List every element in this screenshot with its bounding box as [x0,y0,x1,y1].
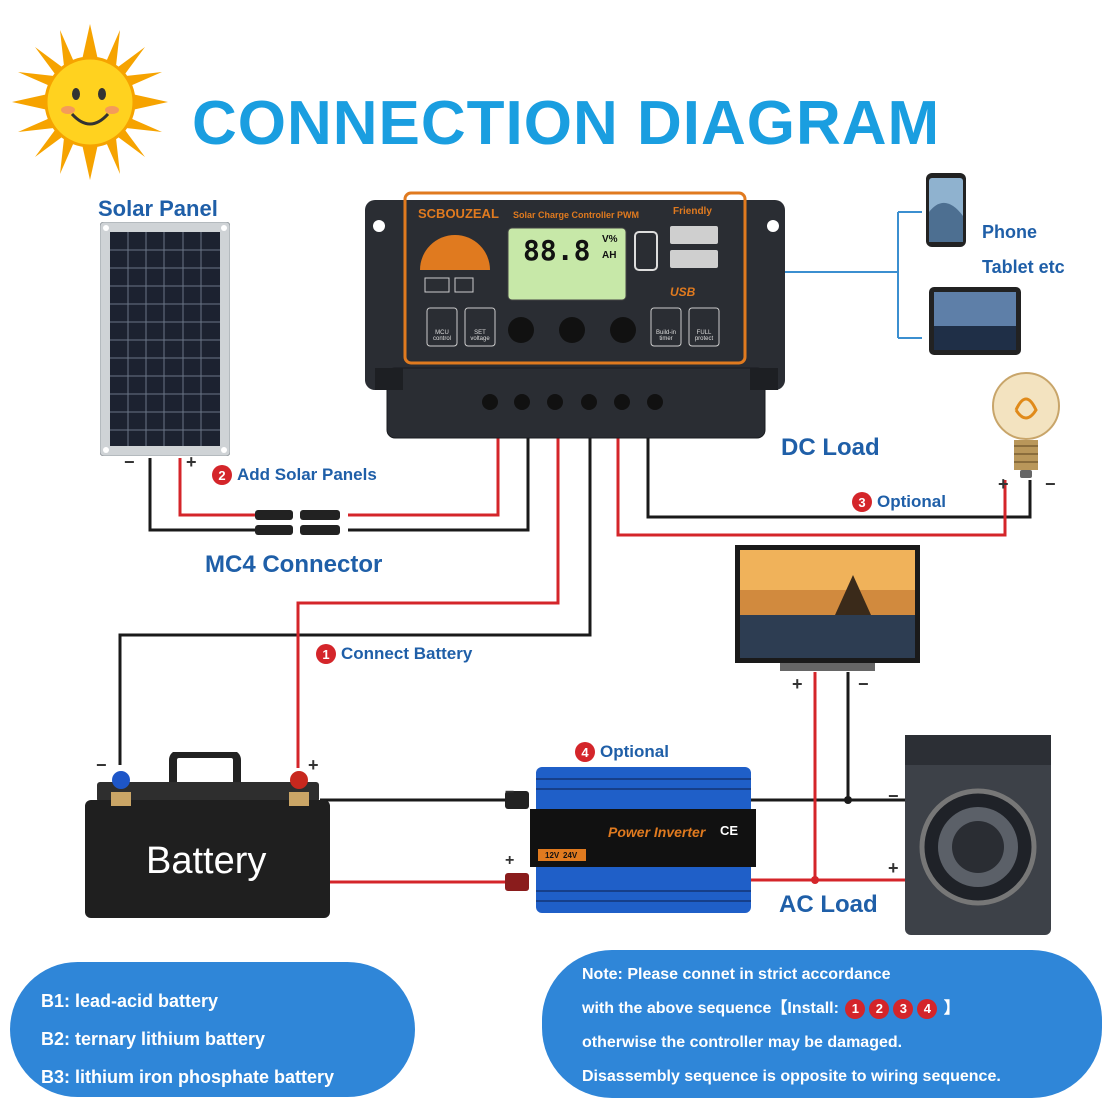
controller-unit-top: V% [602,234,618,245]
step-3: 3 Optional [852,492,946,512]
step-2-text: Add Solar Panels [237,465,377,484]
controller-brand: SCBOUZEAL [418,206,499,221]
tv-minus: − [858,674,869,694]
inverter-12v: 12V [545,851,560,860]
washing-machine-image [905,735,1051,935]
step-1: 1 Connect Battery [316,644,472,664]
light-bulb-image [992,372,1060,478]
battery-types-panel: B1: lead-acid battery B2: ternary lithiu… [10,962,415,1097]
step-3-text: Optional [877,492,946,511]
solar-panel-image [100,222,230,456]
note-step-4: 4 [917,999,938,1019]
note-line-3: otherwise the controller may be damaged. [582,1034,903,1051]
battery-type-b1: B1: lead-acid battery [41,991,219,1011]
controller-btn-set: SET voltage [470,330,490,342]
inverter-minus: − [505,784,515,801]
controller-usb: USB [670,285,696,299]
controller-unit-bottom: AH [602,250,617,261]
charge-controller: SCBOUZEAL Solar Charge Controller PWM Fr… [365,190,785,440]
battery-type-b2: B2: ternary lithium battery [41,1029,266,1049]
controller-friendly: Friendly [673,206,712,217]
inverter-plus: + [505,852,515,869]
ac-load-label: AC Load [779,891,878,918]
battery-image [85,752,330,918]
note-step-3: 3 [893,999,914,1019]
tv-plus: + [792,674,803,694]
note-step-2: 2 [869,999,890,1019]
step-4-number: 4 [575,742,595,762]
phone-image [926,173,966,247]
solar-panel-label: Solar Panel [98,196,218,221]
step-1-text: Connect Battery [341,644,473,663]
sun-icon [12,24,168,180]
controller-btn-protect: FULL protect [694,330,714,342]
page-title: CONNECTION DIAGRAM [192,89,941,158]
mc4-label: MC4 Connector [205,551,383,578]
dc-load-label: DC Load [781,434,880,461]
step-2-number: 2 [212,465,232,485]
step-2: 2 Add Solar Panels [212,465,377,485]
controller-btn-mcu: MCU control [432,330,451,342]
bulb-minus: − [1045,474,1056,494]
tablet-label: Tablet etc [982,257,1065,277]
note-step-1: 1 [845,999,866,1019]
tablet-image [929,287,1021,355]
step-1-number: 1 [316,644,336,664]
step-4: 4 Optional [575,742,669,762]
note-panel: Note: Please connet in strict accordance… [542,950,1102,1098]
inverter-title: Power Inverter [608,824,706,840]
battery-label: Battery [146,840,267,882]
washer-minus: − [888,786,899,806]
inverter-24v: 24V [563,851,578,860]
step-3-number: 3 [852,492,872,512]
solar-minus: − [124,452,135,472]
phone-label: Phone [982,222,1038,242]
step-4-text: Optional [600,742,669,761]
inverter-ce: CE [720,823,739,838]
mc4-connectors [255,510,340,535]
controller-model: Solar Charge Controller PWM [513,210,640,220]
washer-plus: + [888,858,899,878]
note-line-2-text: with the above sequence【Install: [582,1000,839,1017]
solar-plus: + [186,452,197,472]
note-line-1: Note: Please connet in strict accordance [582,966,891,983]
bulb-plus: + [998,474,1009,494]
battery-plus: + [308,755,319,775]
note-line-4: Disassembly sequence is opposite to wiri… [582,1068,1001,1085]
controller-btn-timer: Build-in timer [655,330,676,342]
battery-minus: − [96,755,107,775]
inverter-image [505,767,756,913]
controller-display: 88.8 [523,234,591,267]
battery-type-b3: B3: lithium iron phosphate battery [41,1067,335,1087]
tv-image [735,545,920,671]
note-line-2-close: 】 [943,1000,960,1017]
